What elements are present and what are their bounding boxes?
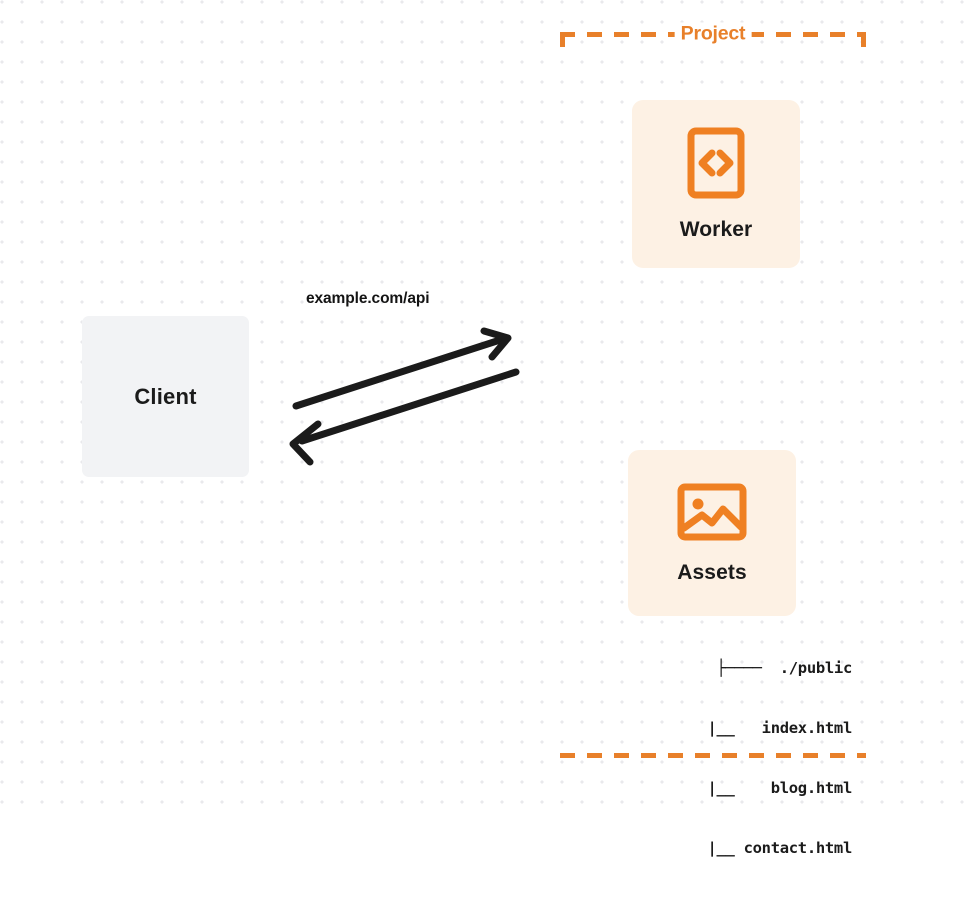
worker-label: Worker	[679, 217, 753, 241]
project-border-left	[560, 32, 565, 758]
code-brackets-icon	[687, 127, 745, 204]
image-icon	[677, 482, 747, 547]
file-tree-row: |__ blog.html	[671, 779, 852, 797]
diagram-canvas: Client example.com/api Project	[0, 0, 980, 857]
worker-card[interactable]: Worker	[632, 100, 800, 268]
asset-file-tree: ├──── ./public |__ index.html |__ blog.h…	[608, 618, 852, 898]
file-tree-row: |__ index.html	[671, 719, 852, 737]
project-title: Project	[674, 22, 752, 46]
file-tree-row: |__ contact.html	[671, 839, 852, 857]
assets-label: Assets	[677, 560, 747, 584]
request-url-label: example.com/api	[306, 290, 430, 307]
request-arrow	[292, 327, 512, 410]
assets-card[interactable]: Assets	[628, 450, 796, 616]
response-arrow	[289, 368, 520, 466]
client-node[interactable]: Client	[82, 316, 249, 477]
project-border-bottom	[560, 753, 866, 758]
project-boundary: Project Worker Assets	[560, 22, 866, 857]
project-border-right	[861, 32, 866, 758]
file-tree-row: ├──── ./public	[716, 659, 853, 677]
client-label: Client	[134, 383, 197, 409]
